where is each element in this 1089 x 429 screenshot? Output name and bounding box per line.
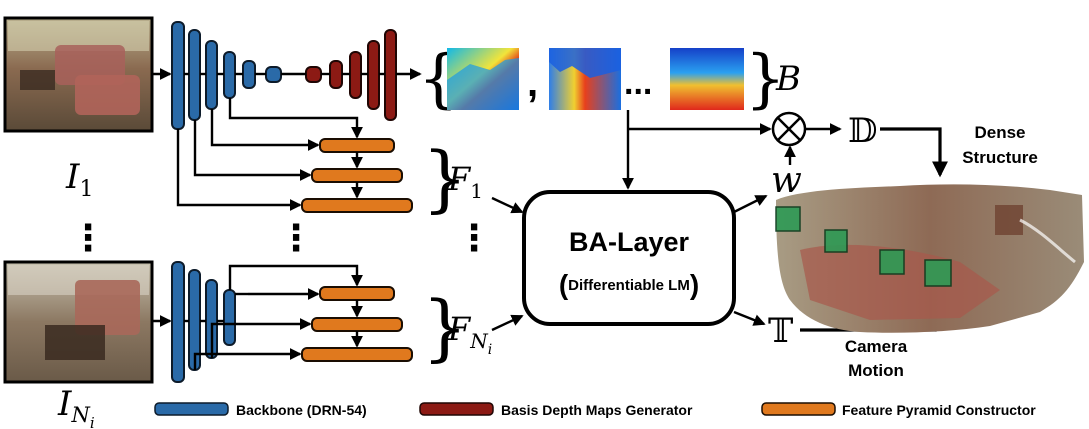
legend: Backbone (DRN-54) Basis Depth Maps Gener… xyxy=(154,402,1036,418)
legend-item-backbone: Backbone (DRN-54) xyxy=(154,402,367,418)
ba-layer-box: BA-Layer (Differentiable LM) xyxy=(522,190,736,326)
basis-depth-map-1 xyxy=(447,48,519,110)
input-image-n xyxy=(3,260,154,384)
features-n-label: FNi xyxy=(447,310,492,358)
dense-symbol: 𝔻 xyxy=(848,111,877,151)
image-n-label: INi xyxy=(57,384,95,429)
basis-label: B xyxy=(775,59,801,99)
weight-label: w xyxy=(771,160,802,201)
vdots-pyramid: ⋮ xyxy=(278,218,314,259)
basis-brace-close: } xyxy=(745,42,786,116)
feature-pyramid-top xyxy=(301,138,413,213)
arrow-fn-to-ba xyxy=(491,314,524,332)
ba-layer-title: BA-Layer xyxy=(569,227,690,257)
legend-item-pyramid: Feature Pyramid Constructor xyxy=(761,402,1036,418)
feature-pyramid-bottom xyxy=(301,286,413,362)
features-n-brace: } xyxy=(422,285,468,369)
input-image-1 xyxy=(3,16,154,133)
basis-generator-top xyxy=(305,29,397,121)
camera-motion-label-line2: Motion xyxy=(848,361,904,380)
motion-symbol: 𝕋 xyxy=(768,311,793,351)
legend-item-generator: Basis Depth Maps Generator xyxy=(419,402,693,418)
image-1-label: I1 xyxy=(65,157,93,202)
arrow-f1-to-ba xyxy=(491,196,524,214)
basis-ellipsis: ... xyxy=(624,64,652,102)
camera-marker-4 xyxy=(924,259,952,287)
arrow-ba-to-t xyxy=(733,310,766,326)
camera-motion-label-line1: Camera xyxy=(845,337,908,356)
basis-comma: , xyxy=(527,61,538,105)
arrow-ba-to-w xyxy=(733,194,768,214)
legend-label-pyramid: Feature Pyramid Constructor xyxy=(842,402,1036,418)
legend-label-generator: Basis Depth Maps Generator xyxy=(501,402,693,418)
ba-layer-subtitle: (Differentiable LM) xyxy=(559,269,699,300)
dense-structure-label-line1: Dense xyxy=(974,123,1025,142)
backbone-bottom xyxy=(171,261,236,383)
features-1-brace: } xyxy=(422,136,468,220)
vdots-images: ⋮ xyxy=(70,218,106,259)
reconstruction-view xyxy=(775,184,1084,333)
dense-structure-label-line2: Structure xyxy=(962,148,1038,167)
legend-label-backbone: Backbone (DRN-54) xyxy=(236,402,367,418)
camera-marker-1 xyxy=(775,206,801,232)
product-operator xyxy=(771,111,807,147)
vdots-features: ⋮ xyxy=(456,218,492,259)
arrow-dense-to-structure xyxy=(880,127,948,178)
basis-depth-map-2 xyxy=(549,48,621,110)
camera-marker-3 xyxy=(879,249,905,275)
basis-depth-map-n xyxy=(670,48,744,110)
backbone-top xyxy=(171,21,282,130)
features-1-label: F1 xyxy=(447,160,483,203)
camera-marker-2 xyxy=(824,229,848,253)
